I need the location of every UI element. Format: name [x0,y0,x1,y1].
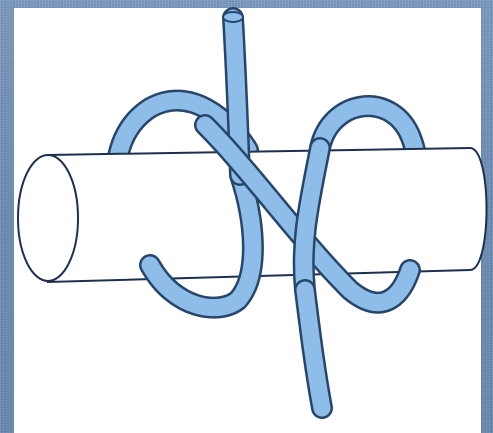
rope-cut-end [223,12,243,22]
pole-end-cap [18,155,78,281]
pole-body [48,148,487,282]
